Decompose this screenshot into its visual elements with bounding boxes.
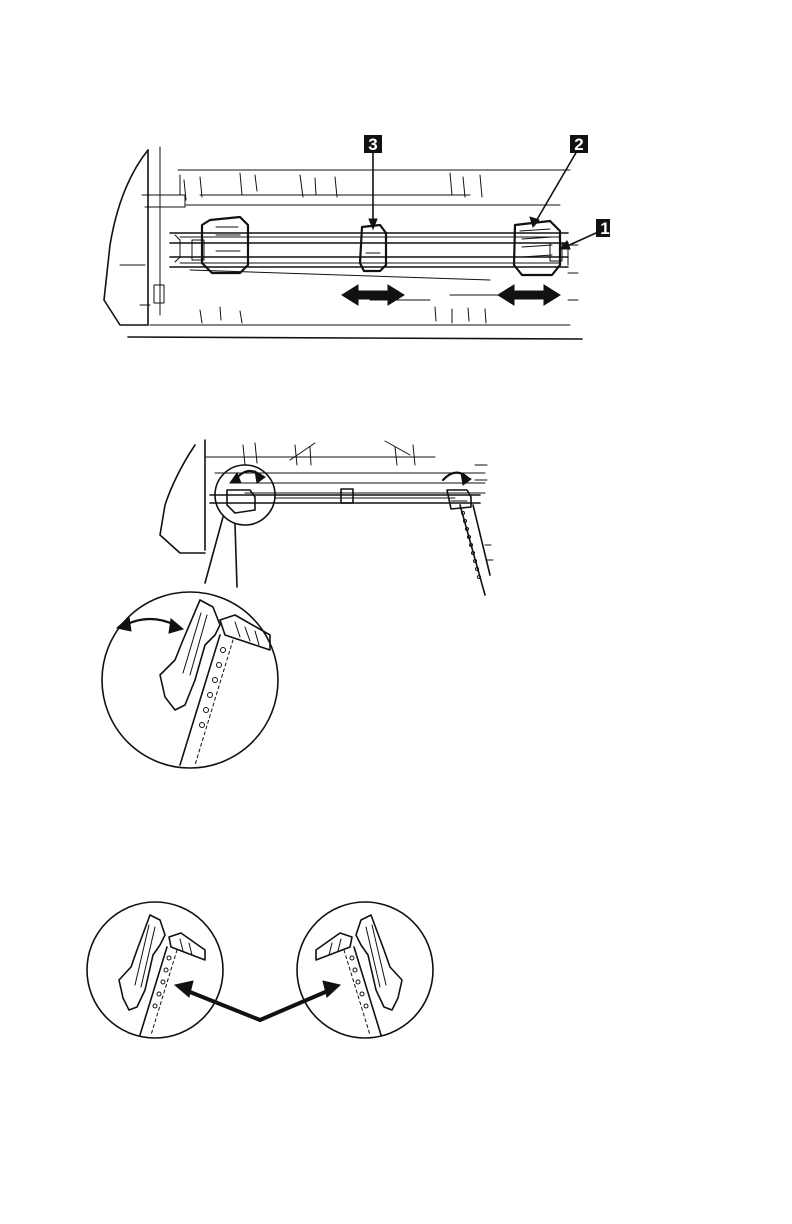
left-tractor-unit	[175, 217, 248, 273]
figure-tractor-adjustment: 3 2 1	[90, 125, 610, 355]
svg-text:2: 2	[574, 135, 583, 154]
printer-body-left	[104, 147, 185, 325]
double-headed-arrow-icon	[117, 617, 183, 633]
center-support	[360, 225, 386, 271]
callout-2: 2	[570, 135, 588, 154]
svg-text:1: 1	[600, 219, 609, 238]
pointer-arrow-icon	[175, 981, 340, 1020]
double-headed-arrow-icon	[498, 285, 560, 305]
svg-text:3: 3	[368, 135, 377, 154]
callout-3: 3	[364, 135, 382, 154]
figure-paper-on-sprockets	[85, 895, 445, 1045]
double-headed-arrow-icon	[342, 285, 404, 305]
magnified-tractor-detail	[102, 592, 278, 768]
right-tractor-detail	[297, 902, 433, 1038]
printer-outline	[160, 440, 487, 553]
callout-leader-1	[565, 233, 596, 247]
tractor-shafts	[170, 233, 568, 267]
callout-1: 1	[596, 219, 610, 238]
callout-leader-2	[535, 151, 577, 223]
figure-open-tractor-covers	[95, 435, 505, 775]
continuous-form-paper	[460, 505, 493, 595]
left-tractor-detail	[87, 902, 223, 1038]
